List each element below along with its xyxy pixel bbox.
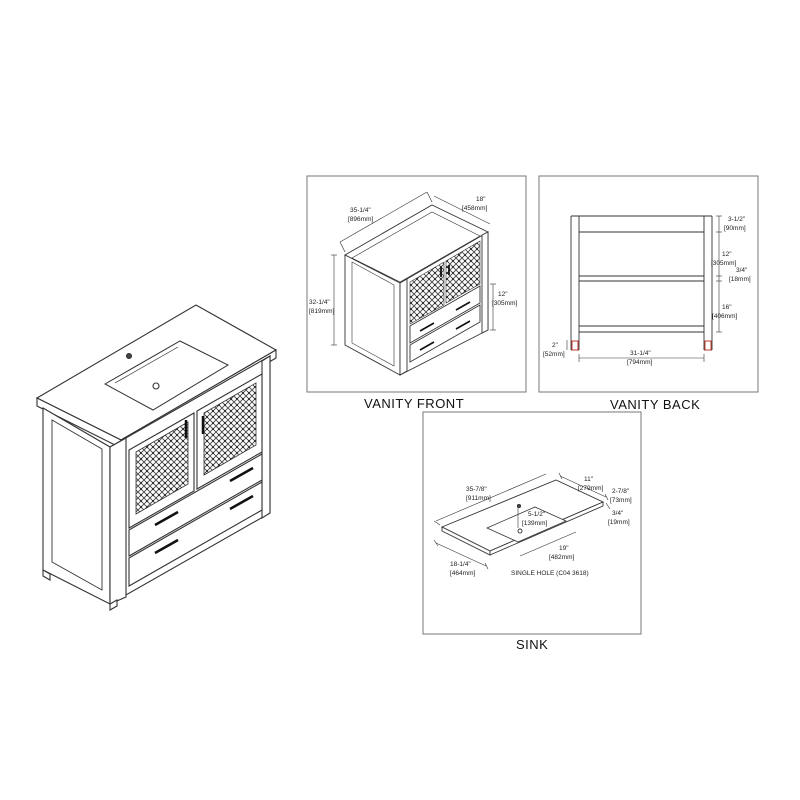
sink-basin <box>103 340 230 411</box>
back-low-mm: [406mm] <box>712 313 737 320</box>
back-right-leg-accent <box>704 340 712 351</box>
front-height-mm: [819mm] <box>309 308 334 315</box>
sink-dimension-lines <box>433 472 611 570</box>
sink-bowl-width-mm: [482mm] <box>549 554 574 561</box>
front-height-in: 32-1/4" <box>309 299 330 306</box>
front-depth-mm: [458mm] <box>462 205 487 212</box>
left-door-mesh <box>135 421 189 515</box>
lower-drawer-handle-right <box>229 494 254 511</box>
vanity-front-drawing <box>344 204 489 376</box>
back-top-in: 3-1/2" <box>728 216 746 223</box>
front-width-mm: [896mm] <box>348 216 373 223</box>
front-door-in: 12" <box>498 291 508 298</box>
back-leg-mm: [52mm] <box>543 351 565 358</box>
sink-width-in: 35-7/8" <box>466 486 487 493</box>
upper-drawer <box>128 453 263 557</box>
sink-drawing <box>440 479 605 556</box>
back-left-leg-accent <box>571 340 579 351</box>
sink-side-mm: [73mm] <box>610 497 632 504</box>
sink-bowl-mm: [139mm] <box>522 520 547 527</box>
vanity-back-caption: VANITY BACK <box>610 397 701 412</box>
vanity-back-drawing <box>570 215 713 351</box>
sink-depth-mm: [464mm] <box>450 570 475 577</box>
back-shelf-in: 3/4" <box>736 267 748 274</box>
sink-thick-in: 3/4" <box>612 510 624 517</box>
back-inner-mm: [794mm] <box>627 359 652 366</box>
sink-bowl-width-in: 19" <box>559 545 569 552</box>
drain-hole <box>152 382 160 390</box>
sink-model-note: SINGLE HOLE (C04 3618) <box>511 570 589 577</box>
sink-back-in: 11" <box>584 476 594 483</box>
sink-depth-in: 18-1/4" <box>450 561 471 568</box>
vanity-back-frame <box>538 175 759 393</box>
faucet-hole <box>125 352 133 360</box>
front-width-in: 35-1/4" <box>350 207 371 214</box>
vanity-front-caption: VANITY FRONT <box>364 396 465 411</box>
back-low-in: 16" <box>722 304 732 311</box>
back-leg-in: 2" <box>552 342 559 349</box>
back-mid-mm: [305mm] <box>711 260 736 267</box>
front-door-mm: [305mm] <box>492 300 517 307</box>
sink-caption: SINK <box>516 637 549 652</box>
vanity-front-dimension-lines <box>331 191 496 346</box>
right-door-mesh <box>203 382 257 476</box>
back-inner-in: 31-1/4" <box>630 350 651 357</box>
back-shelf-mm: [18mm] <box>729 276 751 283</box>
lower-drawer <box>128 481 263 587</box>
front-depth-in: 18" <box>476 196 486 203</box>
sink-back-mm: [279mm] <box>578 485 603 492</box>
vanity-back-dimension-lines <box>566 215 722 362</box>
back-top-mm: [90mm] <box>724 225 746 232</box>
sink-bowl-in: 5-1/2" <box>528 511 546 518</box>
sink-width-mm: [911mm] <box>466 495 491 502</box>
sink-side-in: 2-7/8" <box>612 488 630 495</box>
sink-frame <box>422 411 642 635</box>
vanity-front-frame <box>306 175 527 393</box>
lower-drawer-handle-left <box>154 538 179 555</box>
upper-drawer-handle-right <box>229 466 254 483</box>
sink-thick-mm: [19mm] <box>608 519 630 526</box>
back-mid-in: 12" <box>722 251 732 258</box>
upper-drawer-handle-left <box>154 510 179 527</box>
vanity-isometric-main <box>35 304 278 611</box>
